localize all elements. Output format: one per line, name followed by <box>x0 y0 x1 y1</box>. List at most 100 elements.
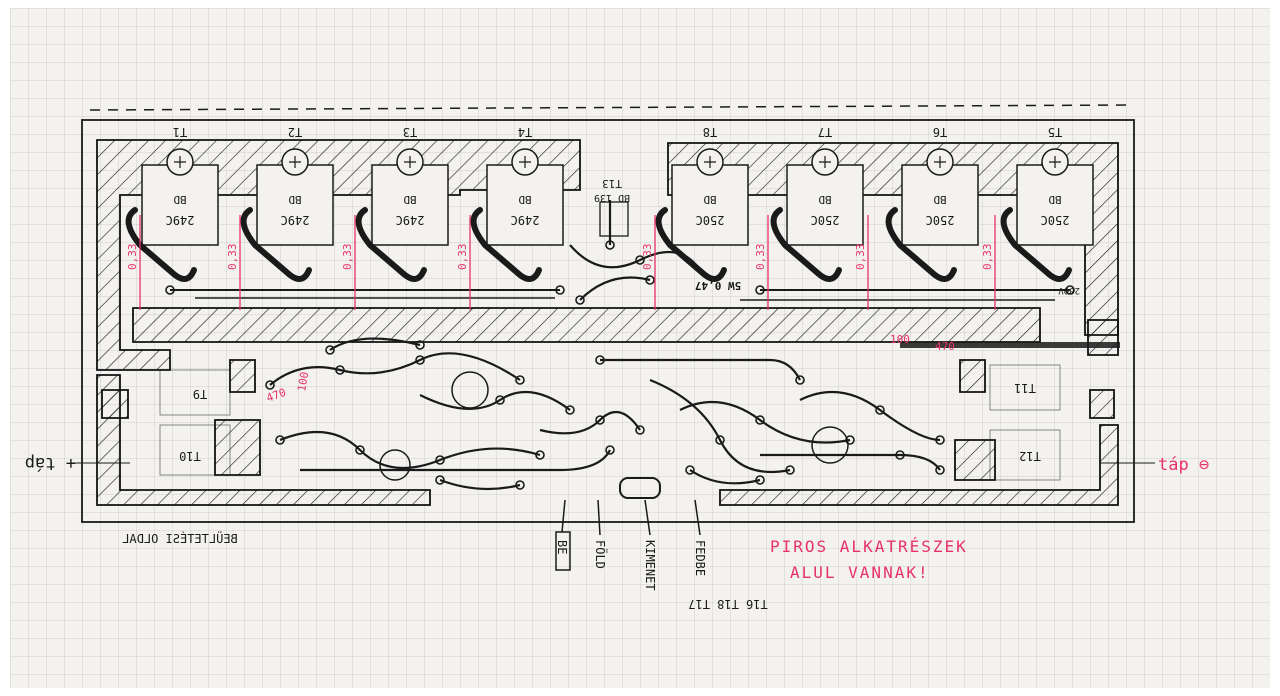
screw-icon <box>289 156 301 168</box>
transistor-type-prefix: BD <box>703 193 716 206</box>
t9-label: T9 <box>193 387 207 401</box>
emitter-trace <box>470 207 542 282</box>
transistor-type-number: 249C <box>166 213 195 227</box>
transistor-type-number: 250C <box>926 213 955 227</box>
wire-labels: BE FÖLD KIMENET FEDBE <box>555 540 707 591</box>
capacitor-outline-2 <box>451 371 489 409</box>
transistor-type-prefix: BD <box>818 193 831 206</box>
output-wire <box>644 499 651 536</box>
t11-label: T11 <box>1014 381 1036 395</box>
emitter-trace <box>1000 207 1072 282</box>
red-resistor-100-left: 100 <box>295 371 311 393</box>
hatched-pad-left <box>214 419 261 476</box>
transistor-body <box>371 164 449 246</box>
screw-icon <box>934 156 946 168</box>
screw-icon <box>1049 156 1061 168</box>
solder-pads <box>165 240 1075 490</box>
transistor-type-number: 249C <box>396 213 425 227</box>
hatched-pad-t11 <box>959 359 986 393</box>
ground-wire <box>597 499 601 536</box>
capacitor-outline-3 <box>379 449 411 481</box>
transistor-body <box>671 164 749 246</box>
t12-outline <box>989 429 1061 481</box>
red-resistor-value: 0,33 <box>456 244 469 271</box>
transistor-body <box>256 164 334 246</box>
input-wire <box>561 499 566 533</box>
emitter-trace <box>770 207 842 282</box>
transistor-tag: T3 <box>403 125 417 139</box>
red-resistor-value: 0,33 <box>341 244 354 271</box>
red-resistor-470-left: 470 <box>265 386 288 405</box>
hatched-ground-bottom-right <box>719 424 1119 506</box>
hatched-ground-bottom-left <box>96 374 431 506</box>
red-resistor-value: 0,33 <box>641 244 654 271</box>
emitter-trace <box>885 207 957 282</box>
transistor-type-prefix: BD <box>1048 193 1061 206</box>
transistor-body <box>141 164 219 246</box>
transistor-type-prefix: BD <box>518 193 531 206</box>
transistor-type-number: 250C <box>811 213 840 227</box>
transistor-type-prefix: BD <box>288 193 301 206</box>
t12-label: T12 <box>1019 449 1041 463</box>
board-outline <box>81 119 1135 523</box>
emitter-trace <box>240 207 312 282</box>
transistor-type-number: 250C <box>696 213 725 227</box>
voltage-note-200v: 200V <box>1058 285 1080 295</box>
transistor-type-prefix: BD <box>173 193 186 206</box>
plus-supply-label: + táp <box>25 453 76 473</box>
red-resistor-value: 0,33 <box>126 244 139 271</box>
t13-body <box>599 201 629 237</box>
transistor-type-prefix: BD <box>403 193 416 206</box>
hatched-ground-top-right <box>667 142 1119 336</box>
red-resistor-value: 0,33 <box>226 244 239 271</box>
transistor-body <box>486 164 564 246</box>
t13-part: BD 139 <box>594 192 630 203</box>
transistor-tag: T7 <box>818 125 832 139</box>
t10-label: T10 <box>179 449 201 463</box>
power-resistor-label: 5W 0,47 <box>695 279 741 292</box>
transistor-type-number: 249C <box>281 213 310 227</box>
transistor-type-number: 250C <box>1041 213 1070 227</box>
feedback-wire <box>694 499 701 536</box>
screw-icon <box>819 156 831 168</box>
transistor-tag: T6 <box>933 125 947 139</box>
wire-label: FÖLD <box>593 540 609 569</box>
transistor-body <box>786 164 864 246</box>
hatched-pad-left-side <box>101 389 129 419</box>
t13-tag: T13 <box>602 177 622 190</box>
transistor-tag: T1 <box>173 125 187 139</box>
hatched-pad-t9 <box>229 359 256 393</box>
transistor-tag: T4 <box>518 125 532 139</box>
minus-supply-label: táp ⊖ <box>1158 455 1209 475</box>
t9-outline <box>159 369 231 416</box>
wire-label: KIMENET <box>643 540 657 591</box>
hatched-pad-right-side <box>1087 319 1119 356</box>
transistor-tag: T5 <box>1048 125 1062 139</box>
transistor-type-number: 249C <box>511 213 540 227</box>
capacitor-outline <box>811 426 849 464</box>
t11-outline <box>989 364 1061 411</box>
wire-label: FEDBE <box>693 540 707 576</box>
red-resistor-value: 0,33 <box>754 244 767 271</box>
red-resistor-470-right: 470 <box>935 340 955 353</box>
transistor-type-prefix: BD <box>933 193 946 206</box>
screw-icon <box>704 156 716 168</box>
emitter-trace <box>355 207 427 282</box>
mirrored-assembly-side-caption: BEÜLTETÉSI OLDAL <box>122 530 238 546</box>
red-resistor-value: 0,33 <box>981 244 994 271</box>
emitter-trace <box>125 207 197 282</box>
wire-label: BE <box>555 540 569 554</box>
screw-icon <box>404 156 416 168</box>
